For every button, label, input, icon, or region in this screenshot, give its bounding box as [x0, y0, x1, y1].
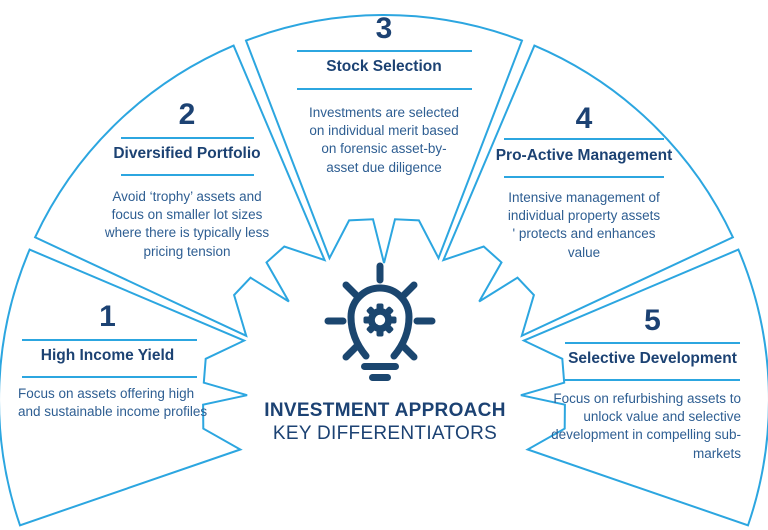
ray-upper-right	[400, 281, 418, 299]
blade-2-shape	[33, 44, 327, 338]
bulb-tip-bar	[369, 374, 391, 381]
divider-line	[22, 376, 197, 378]
divider-line	[565, 379, 740, 381]
divider-line	[565, 342, 740, 344]
center-title: INVESTMENT APPROACH KEY DIFFERENTIATORS	[259, 400, 511, 445]
segment-body: Avoid ‘trophy’ assets and focus on small…	[104, 189, 270, 259]
gear-glyph	[363, 303, 397, 337]
lightbulb-gear-icon	[324, 262, 436, 381]
segment-high-income-yield: 1 High Income Yield Focus on assets offe…	[18, 302, 228, 421]
segment-selective-development: 5 Selective Development Focus on refurbi…	[545, 306, 741, 463]
divider-line	[296, 50, 472, 52]
bulb-outline	[347, 284, 413, 360]
blade-3-shape	[244, 14, 524, 264]
center-title-line1: INVESTMENT APPROACH	[264, 400, 506, 421]
segment-body: Investments are selected on individual m…	[308, 105, 460, 175]
center-title-line2: KEY DIFFERENTIATORS	[272, 422, 498, 444]
divider-line	[22, 339, 197, 341]
segment-title: Selective Development	[568, 350, 737, 367]
segment-body: Focus on assets offering high and sustai…	[18, 386, 208, 420]
divider-line	[120, 174, 254, 176]
segment-number: 3	[375, 12, 393, 45]
ray-lower-right	[400, 343, 418, 361]
divider-line	[120, 137, 254, 139]
segment-diversified-portfolio: 2 Diversified Portfolio Avoid ‘trophy’ a…	[85, 100, 289, 261]
bulb-base-bar	[361, 363, 399, 370]
segment-title: Diversified Portfolio	[113, 145, 261, 162]
ray-upper-left	[342, 281, 360, 299]
segment-number: 1	[99, 300, 116, 333]
blade-4-shape	[441, 44, 735, 338]
segment-number: 5	[644, 304, 661, 337]
divider-line	[504, 176, 664, 178]
segment-body: Focus on refurbishing assets to unlock v…	[551, 391, 741, 461]
divider-line	[504, 138, 664, 140]
segment-title: Stock Selection	[326, 58, 442, 75]
segment-title: Pro-Active Management	[495, 147, 673, 164]
segment-number: 4	[575, 102, 593, 135]
segment-stock-selection: 3 Stock Selection Investments are select…	[289, 14, 479, 177]
segment-body: Intensive management of individual prope…	[507, 190, 661, 260]
ray-lower-left	[342, 343, 360, 361]
divider-line	[296, 88, 472, 90]
segment-number: 2	[178, 98, 196, 131]
blade-1-shape	[0, 248, 248, 527]
segment-pro-active-management: 4 Pro-Active Management Intensive manage…	[482, 104, 686, 262]
segment-title: High Income Yield	[40, 347, 175, 364]
